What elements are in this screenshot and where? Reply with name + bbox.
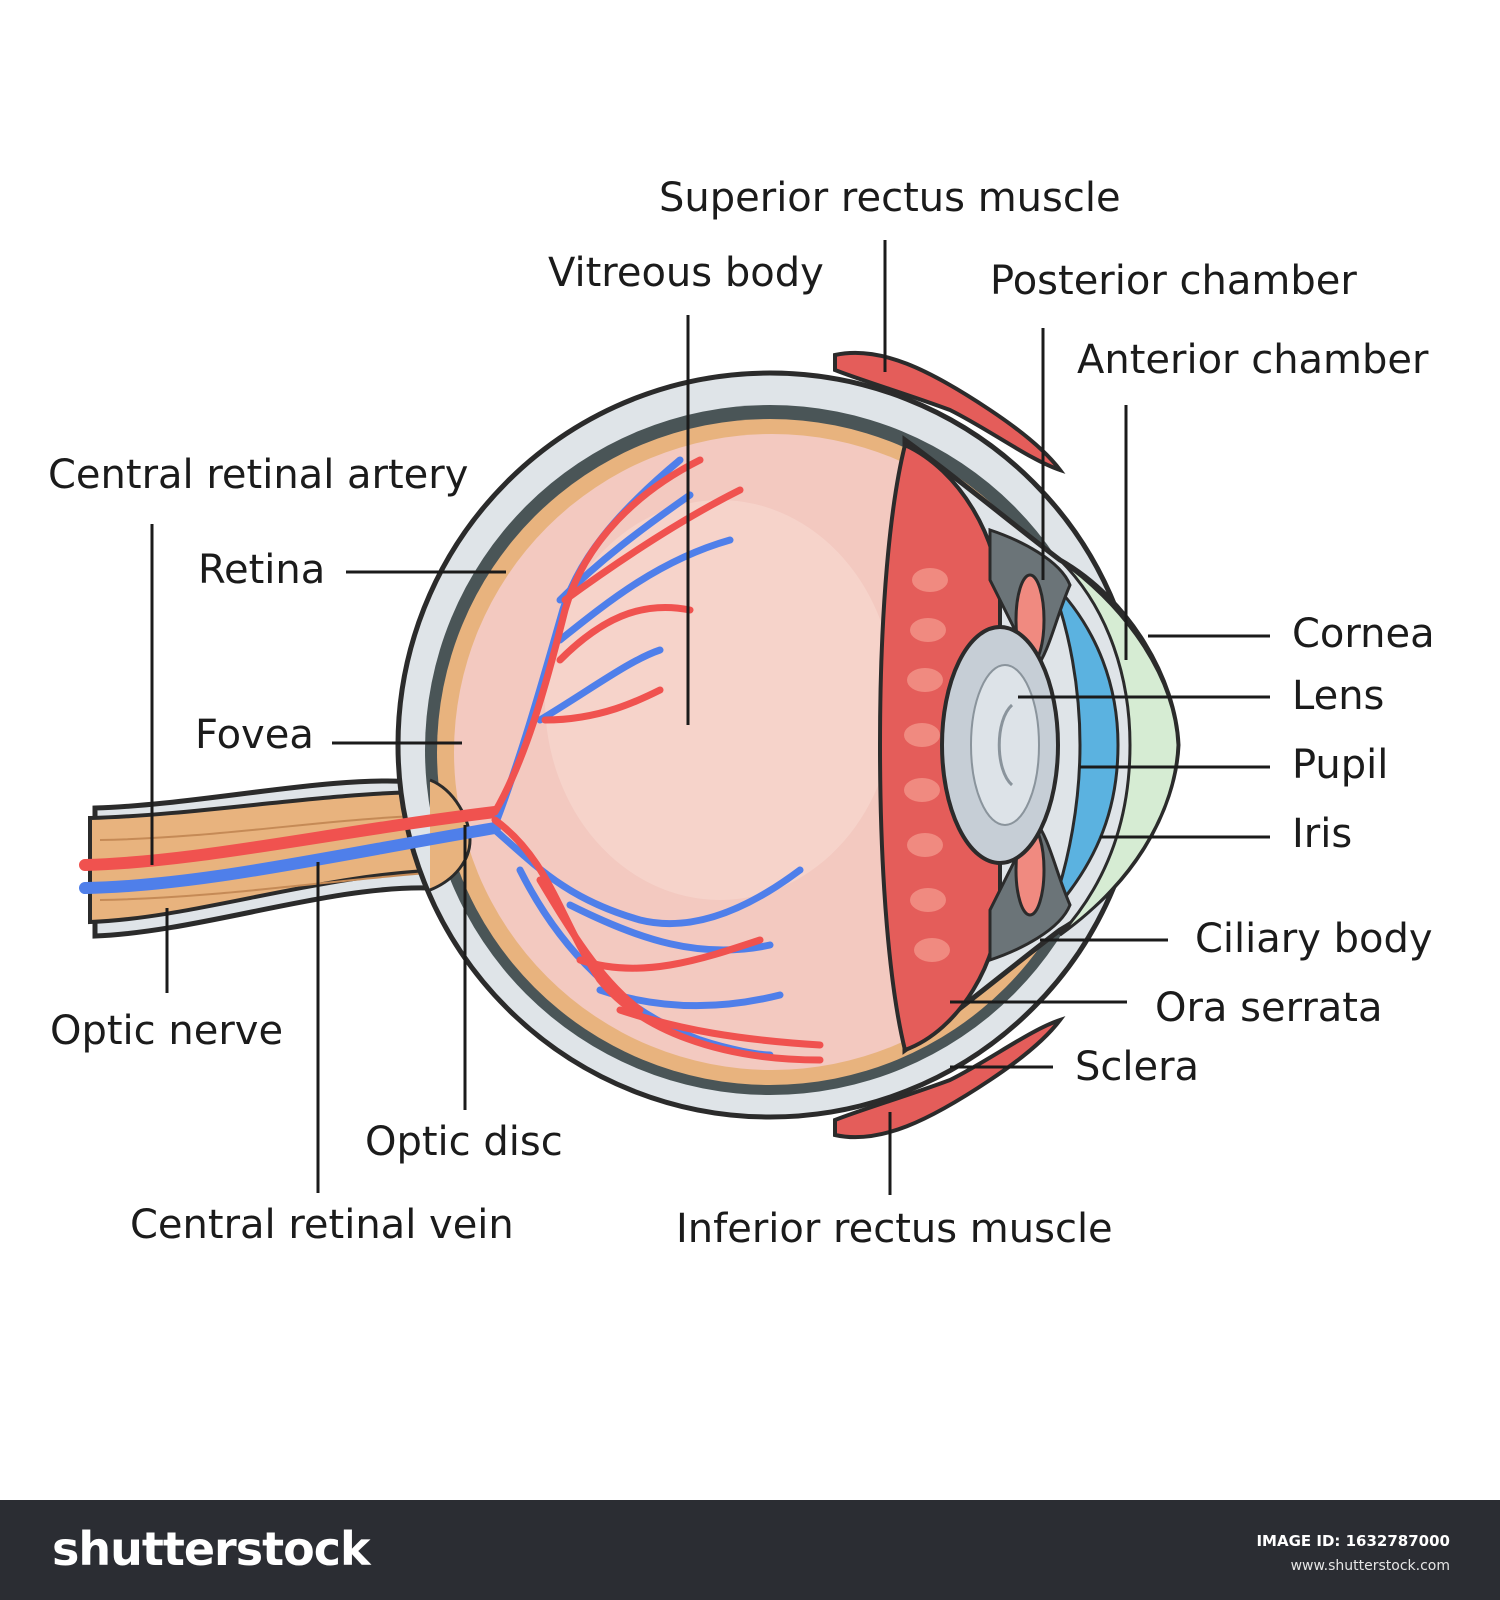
ciliary-bumps [904,568,950,962]
label-iris: Iris [1292,811,1353,857]
lens-highlight [997,703,1014,787]
label-optic-nerve: Optic nerve [50,1008,284,1054]
label-posterior-chamber: Posterior chamber [990,258,1357,304]
label-central-retinal-vein: Central retinal vein [130,1202,514,1248]
central-retinal-vein-vessel [79,822,501,894]
label-fovea: Fovea [195,712,314,758]
lens-inner [970,664,1040,826]
label-anterior-chamber: Anterior chamber [1077,337,1429,383]
image-id-text: IMAGE ID: 1632787000 [1256,1532,1450,1550]
site-url-link[interactable]: www.shutterstock.com [1290,1558,1450,1574]
superior-rectus-muscle-shape [833,350,1066,474]
brand-logo[interactable]: shutterstock [52,1522,371,1576]
eye-anatomy-diagram: Superior rectus muscle Vitreous body Pos… [48,175,1435,1252]
cornea-shape [1058,558,1180,937]
label-optic-disc: Optic disc [365,1119,563,1165]
label-superior-rectus-muscle: Superior rectus muscle [659,175,1121,221]
eye-illustration [79,240,1270,1195]
footer-bar: shutterstock IMAGE ID: 1632787000 www.sh… [0,1500,1500,1600]
label-vitreous-body: Vitreous body [548,250,824,296]
label-retina: Retina [198,547,326,593]
vitreous-highlight [545,500,895,900]
label-cornea: Cornea [1292,611,1435,657]
inferior-rectus-muscle-shape [833,1016,1066,1140]
nerve-fiber-line [99,814,441,841]
retinal-arteries [491,456,824,1064]
label-ciliary-body: Ciliary body [1195,916,1433,962]
leader-lines [150,240,1270,1195]
label-central-retinal-artery: Central retinal artery [48,452,469,498]
label-pupil: Pupil [1292,742,1389,788]
label-inferior-rectus-muscle: Inferior rectus muscle [676,1206,1113,1252]
label-ora-serrata: Ora serrata [1155,985,1383,1031]
label-sclera: Sclera [1075,1044,1200,1090]
label-lens: Lens [1292,673,1385,719]
central-retinal-artery-vessel [79,806,501,871]
nerve-fiber-line [99,871,441,901]
